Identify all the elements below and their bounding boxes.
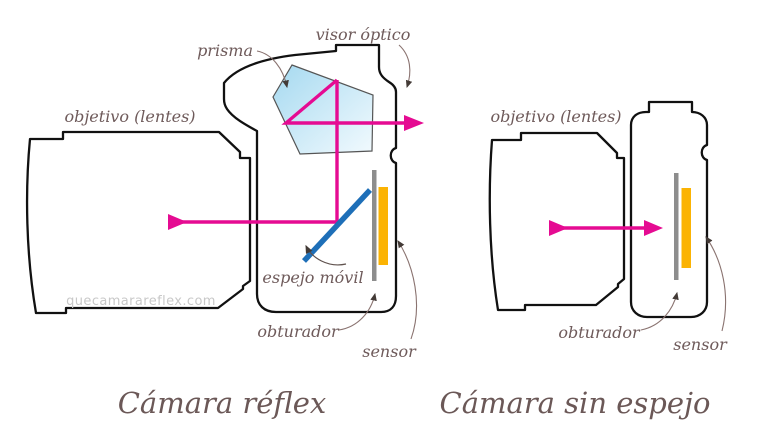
mirrorless-title: Cámara sin espejo: [440, 386, 711, 420]
reflex-camera-group: quecamarareflex.com objetivo (lentes) pr…: [25, 25, 424, 420]
reflex-sensor-label: sensor: [362, 342, 417, 361]
light-ray-prism: [281, 78, 412, 125]
mirrorless-camera-group: objetivo (lentes) obturador sensor Cámar…: [440, 100, 728, 420]
viewfinder-label: visor óptico: [316, 25, 411, 44]
reflex-lens-outline: [25, 130, 252, 315]
prism-leader-line: [256, 50, 289, 89]
mirrorless-sensor-bar: [681, 188, 691, 268]
mirrorless-lens-label: objetivo (lentes): [490, 107, 621, 126]
mirrorless-arrowhead-entry: [549, 220, 568, 236]
light-arrowhead-viewfinder: [404, 115, 424, 131]
mirrorless-shutter-label: obturador: [558, 323, 641, 342]
watermark: quecamarareflex.com: [66, 294, 216, 309]
reflex-sensor-leader-line: [397, 240, 417, 340]
mirrorless-sensor-label: sensor: [673, 335, 728, 354]
viewfinder-leader-line: [398, 44, 413, 89]
reflex-shutter-leader-line: [338, 292, 377, 331]
reflex-lens-label: objetivo (lentes): [64, 107, 195, 126]
mirrorless-shutter-bar: [674, 173, 679, 280]
mirror-label: espejo móvil: [262, 268, 363, 287]
prism-label: prisma: [197, 41, 253, 60]
reflex-sensor-bar: [378, 187, 388, 265]
reflex-shutter-label: obturador: [257, 322, 340, 341]
reflex-mirror: [301, 188, 373, 263]
mirrorless-arrowhead-sensor: [644, 220, 663, 236]
mirrorless-body-outline: [629, 100, 709, 319]
light-arrowhead-entry: [168, 214, 187, 230]
mirrorless-shutter-leader-line: [640, 291, 679, 331]
reflex-title: Cámara réflex: [118, 386, 327, 420]
mirror-flip-arrow: [305, 244, 347, 266]
mirrorless-sensor-leader-line: [705, 236, 727, 332]
reflex-shutter-bar: [372, 170, 377, 281]
mirrorless-lens-outline: [488, 131, 626, 312]
